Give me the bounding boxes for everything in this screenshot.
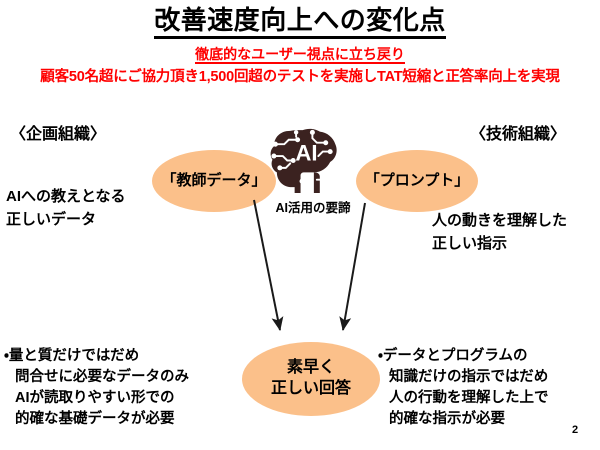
slide-subtitle-line1: 徹底的なユーザー視点に立ち戻り xyxy=(0,44,600,64)
side-note-right-line2: 正しい指示 xyxy=(432,234,508,252)
side-note-left-line2: 正しいデータ xyxy=(6,210,97,228)
node-answer-line2: 正しい回答 xyxy=(270,380,351,397)
node-prompt[interactable]: 「プロンプト」 xyxy=(356,150,478,212)
arrow-prompt-to-answer xyxy=(339,202,366,331)
node-prompt-label: 「プロンプト」 xyxy=(364,171,470,189)
bullet-block-right: ・データとプログラムの 知識だけの指示ではだめ 人の行動を理解した上で 的確な指… xyxy=(378,346,549,430)
bullet-left-line4: 的確な基礎データが必要 xyxy=(15,411,175,428)
arrow-teacher-to-answer xyxy=(253,199,284,331)
ai-brain-icon: AI xyxy=(270,128,337,194)
slide-subtitle-line1-text: 徹底的なユーザー視点に立ち戻り xyxy=(195,46,405,64)
ai-brain-caption: AI活用の要諦 xyxy=(275,201,351,215)
slide-title: 改善速度向上への変化点 xyxy=(0,5,600,39)
bullet-left-line1: ・量と質だけではだめ xyxy=(4,348,140,364)
bullet-right-line1: ・データとプログラムの xyxy=(378,348,528,364)
organization-label-right: 〈技術組織〉 xyxy=(470,126,567,143)
side-note-right-line1: 人の動きを理解した xyxy=(432,212,568,229)
side-note-right: 人の動きを理解した 正しい指示 xyxy=(432,210,567,255)
node-answer-label: 素早く 正しい回答 xyxy=(271,358,351,400)
node-teacher-data[interactable]: 「教師データ」 xyxy=(152,150,276,212)
organization-label-left: 〈企画組織〉 xyxy=(10,126,107,143)
side-note-left: AIへの教えとなる 正しいデータ xyxy=(6,186,126,231)
page-number: 2 xyxy=(572,424,579,436)
bullet-block-left: ・量と質だけではだめ 問合せに必要なデータのみ AIが読取りやすい形での 的確な… xyxy=(4,346,189,430)
bullet-right-line3: 人の行動を理解した上で xyxy=(389,390,549,407)
side-note-left-line1: AIへの教えとなる xyxy=(6,188,126,205)
node-teacher-data-label: 「教師データ」 xyxy=(161,171,267,189)
slide-title-text: 改善速度向上への変化点 xyxy=(154,5,446,39)
node-answer-line1: 素早く xyxy=(286,359,335,377)
node-answer[interactable]: 素早く 正しい回答 xyxy=(242,342,380,416)
bullet-right-line2: 知識だけの指示ではだめ xyxy=(389,369,549,386)
bullet-right-line4: 的確な指示が必要 xyxy=(389,411,505,428)
ai-brain-icon-text: AI xyxy=(295,140,317,165)
bullet-left-line2: 問合せに必要なデータのみ xyxy=(15,369,189,386)
bullet-left-line3: AIが読取りやすい形での xyxy=(15,390,175,407)
slide-subtitle-line2: 顧客50名超にご協力頂き1,500回超のテストを実施しTAT短縮と正答率向上を実… xyxy=(40,69,560,85)
